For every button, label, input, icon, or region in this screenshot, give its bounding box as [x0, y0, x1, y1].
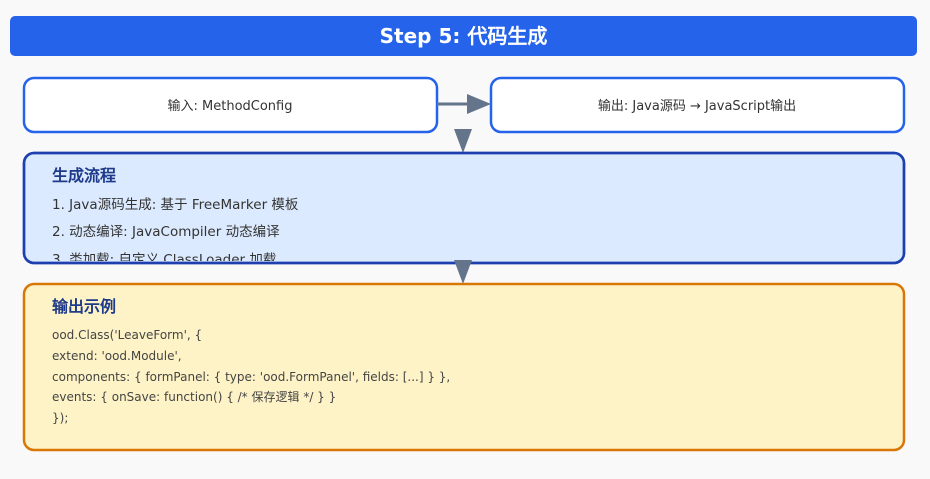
arrow-down-icon — [454, 260, 472, 284]
header-bar — [10, 16, 917, 56]
code-line: extend: 'ood.Module', — [52, 349, 182, 363]
header-title: Step 5: 代码生成 — [380, 24, 548, 48]
arrow-down-icon — [454, 129, 472, 153]
output-label: 输出: Java源码 → JavaScript输出 — [598, 98, 796, 114]
output-box — [489, 76, 906, 134]
code-line: }); — [52, 411, 68, 425]
code-line: ood.Class('LeaveForm', { — [52, 328, 202, 342]
example-title: 输出示例 — [52, 297, 116, 316]
arrow-right-icon — [467, 94, 491, 114]
process-step: 3. 类加载: 自定义 ClassLoader 加载 — [52, 252, 276, 268]
example-box — [22, 282, 906, 452]
input-label: 输入: MethodConfig — [168, 98, 293, 114]
code-line: events: { onSave: function() { /* 保存逻辑 *… — [52, 390, 336, 404]
code-line: components: { formPanel: { type: 'ood.Fo… — [52, 370, 450, 384]
process-title: 生成流程 — [52, 166, 116, 185]
process-step: 1. Java源码生成: 基于 FreeMarker 模板 — [52, 196, 299, 213]
process-step: 2. 动态编译: JavaCompiler 动态编译 — [52, 224, 280, 240]
